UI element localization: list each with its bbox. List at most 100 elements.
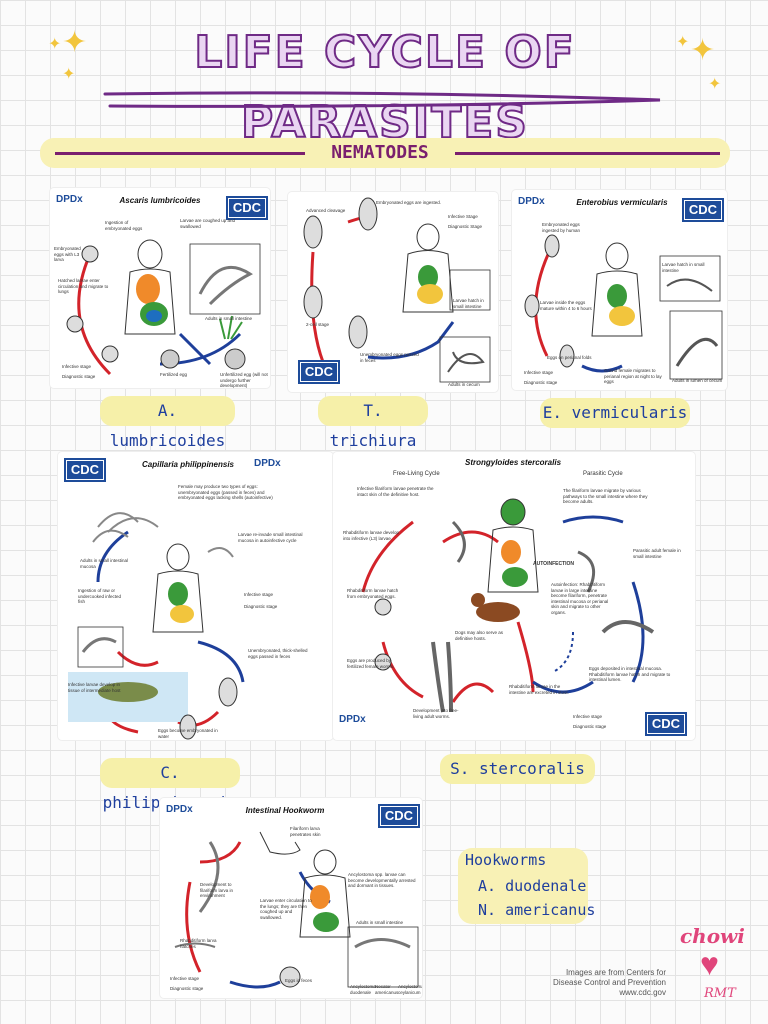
diagram-note: Female may produce two types of eggs: un…	[178, 484, 273, 500]
diagram-note: Larvae enter circulation to the lungs; t…	[260, 898, 312, 920]
diagram-note: Filariform larva penetrates skin	[290, 826, 321, 837]
infective-stage-legend: Infective stage	[62, 364, 92, 369]
section-rule-left	[55, 152, 305, 155]
diagram-note: Adults in small intestinal mucosa	[80, 558, 129, 569]
diagnostic-stage-legend: Diagnostic stage	[524, 380, 558, 385]
diagram-strongyloides: Strongyloides stercoralis Free-Living Cy…	[333, 452, 695, 740]
diagram-note: Autoinfection: Rhabditiform larvae in la…	[551, 582, 609, 615]
cycle-diagram	[68, 512, 245, 740]
diagram-note: Fertilized egg	[160, 372, 188, 377]
diagram-note: Unembryonated, thick-shelled eggs passed…	[248, 648, 308, 659]
dpdx-logo: DPDx	[254, 458, 281, 469]
label-t-trichiura: T. trichiura	[318, 396, 428, 450]
diagram-title: Capillaria philippinensis	[141, 460, 235, 469]
signature-badge: chowi ♥ RMT	[672, 920, 758, 1016]
diagram-note: Embryonated eggs with L3 larva	[54, 246, 81, 262]
diagram-title: Intestinal Hookworm	[245, 806, 325, 815]
diagram-note: Infective filariform larvae penetrate th…	[357, 486, 434, 497]
sparkle-icon: ✦	[62, 26, 88, 59]
dpdx-logo: DPDx	[339, 714, 366, 725]
diagram-note: Ancylostoma ceylanicum	[398, 984, 422, 995]
title-underline	[103, 91, 661, 108]
diagnostic-stage-legend: Diagnostic stage	[573, 724, 607, 729]
cdc-logo: CDC	[298, 360, 340, 384]
diagram-note: Eggs in feces	[285, 978, 313, 983]
diagram-note: Development to filariform larva in envir…	[200, 882, 234, 898]
diagram-note: Ingestion of embryonated eggs	[105, 220, 143, 231]
sparkle-icon: ✦	[676, 34, 690, 51]
section-heading: NEMATODES	[331, 142, 429, 163]
diagram-note: Adults in lumen of cecum	[672, 378, 723, 383]
diagram-note: Rhabditiform larvae develop into infecti…	[343, 530, 400, 541]
diagnostic-stage-legend: Diagnostic stage	[244, 604, 278, 609]
diagram-note: Larvae inside the eggs mature within 4 t…	[540, 300, 592, 311]
diagram-note: Rhabditiform larva hatches	[180, 938, 217, 949]
diagram-note: Larvae hatch in small intestine	[453, 298, 484, 309]
cdc-logo: CDC	[226, 196, 268, 220]
diagram-note: Larvae are coughed up and swallowed	[180, 218, 236, 229]
cdc-logo: CDC	[645, 712, 687, 736]
diagram-note: Adults in small intestine	[356, 920, 404, 925]
cycle-diagram	[361, 498, 655, 713]
infective-stage-legend: Infective stage	[170, 976, 200, 981]
heart-icon: ♥	[700, 946, 719, 982]
diagram-note: Adults in cecum	[448, 382, 480, 387]
label-a-lumbricoides: A. lumbricoides	[100, 396, 235, 450]
hookworm-heading: Hookworms	[465, 851, 547, 869]
dpdx-logo: DPDx	[56, 194, 83, 205]
diagram-note: Eggs become embryonated in water	[158, 728, 218, 739]
parasitic-cycle-heading: Parasitic Cycle	[583, 471, 623, 477]
diagram-note: Dogs may also serve as definitive hosts.	[455, 630, 504, 641]
diagram-title: Enterobius vermicularis	[576, 198, 668, 207]
diagram-note: Eggs deposited in intestinal mucosa. Rha…	[589, 666, 671, 682]
diagram-note: Larvae hatch in small intestine	[662, 262, 705, 273]
autoinfection-label: AUTOINFECTION	[533, 561, 575, 567]
diagram-note: Larvae re-invade small intestinal mucosa…	[238, 532, 303, 543]
diagram-note: Development into free-living adult worms…	[413, 708, 459, 719]
diagram-note: 2-cell stage	[306, 322, 330, 327]
sparkle-icon: ✦	[708, 76, 722, 93]
diagram-note: Unembryonated eggs passed in feces	[360, 352, 419, 363]
diagram-note: Rhabditiform larvae hatch from embryonat…	[347, 588, 399, 599]
diagram-note: Infective larvae develop in tissue of in…	[68, 682, 121, 693]
diagram-note: Eggs on perianal folds	[547, 355, 592, 360]
diagram-note: Parasitic adult female in small intestin…	[633, 548, 681, 559]
cycle-diagram	[66, 239, 261, 376]
signature-subtext: RMT	[704, 986, 736, 1001]
diagnostic-stage-legend: Diagnostic stage	[170, 986, 204, 991]
hookworm-species-2: N. americanus	[478, 901, 596, 919]
diagram-capillaria: CDC Capillaria philippinensis DPDx Femal…	[58, 452, 333, 740]
diagnostic-stage-legend: Diagnostic stage	[62, 374, 96, 379]
credit-line: www.cdc.gov	[619, 988, 666, 997]
diagram-note: Gravid female migrates to perianal regio…	[604, 368, 662, 384]
hookworm-species-1: A. duodenale	[478, 877, 587, 895]
free-living-cycle-heading: Free-Living Cycle	[393, 471, 440, 477]
label-s-stercoralis: S. stercoralis	[440, 754, 595, 784]
infective-stage-legend: Infective stage	[244, 592, 274, 597]
infective-stage-legend: Infective stage	[573, 714, 603, 719]
diagram-note: Embryonated eggs are ingested.	[376, 200, 442, 205]
diagram-note: Ancylostoma duodenale	[350, 984, 376, 995]
cdc-logo: CDC	[682, 198, 724, 222]
cdc-logo: CDC	[378, 804, 420, 828]
diagram-note: Necator americanus	[375, 984, 399, 995]
cdc-logo: CDC	[64, 458, 106, 482]
sparkle-icon: ✦	[62, 66, 76, 83]
sparkle-icon: ✦	[48, 36, 62, 53]
diagram-title: Strongyloides stercoralis	[464, 458, 562, 467]
diagram-note: Eggs are produced by fertilized female w…	[347, 658, 395, 669]
diagram-note: Rhabditiform larvae in the intestine are…	[509, 684, 569, 695]
infective-stage-legend: Infective Stage	[448, 214, 478, 219]
infective-stage-legend: Infective stage	[524, 370, 554, 375]
cycle-diagram	[303, 197, 491, 383]
label-c-philippinensis: C. philippinensis	[100, 758, 240, 812]
diagram-hookworm: DPDx Intestinal Hookworm CDC Filariform …	[160, 798, 422, 998]
dpdx-logo: DPDx	[518, 196, 545, 207]
credit-line: Disease Control and Prevention	[553, 978, 666, 987]
credit-line: Images are from Centers for	[565, 968, 666, 977]
dpdx-logo: DPDx	[166, 804, 193, 815]
diagram-note: Ancylostoma spp. larvae can become devel…	[348, 872, 416, 888]
diagnostic-stage-legend: Diagnostic Stage	[448, 224, 483, 229]
diagram-title: Ascaris lumbricoides	[119, 196, 201, 205]
cycle-diagram	[524, 234, 723, 380]
